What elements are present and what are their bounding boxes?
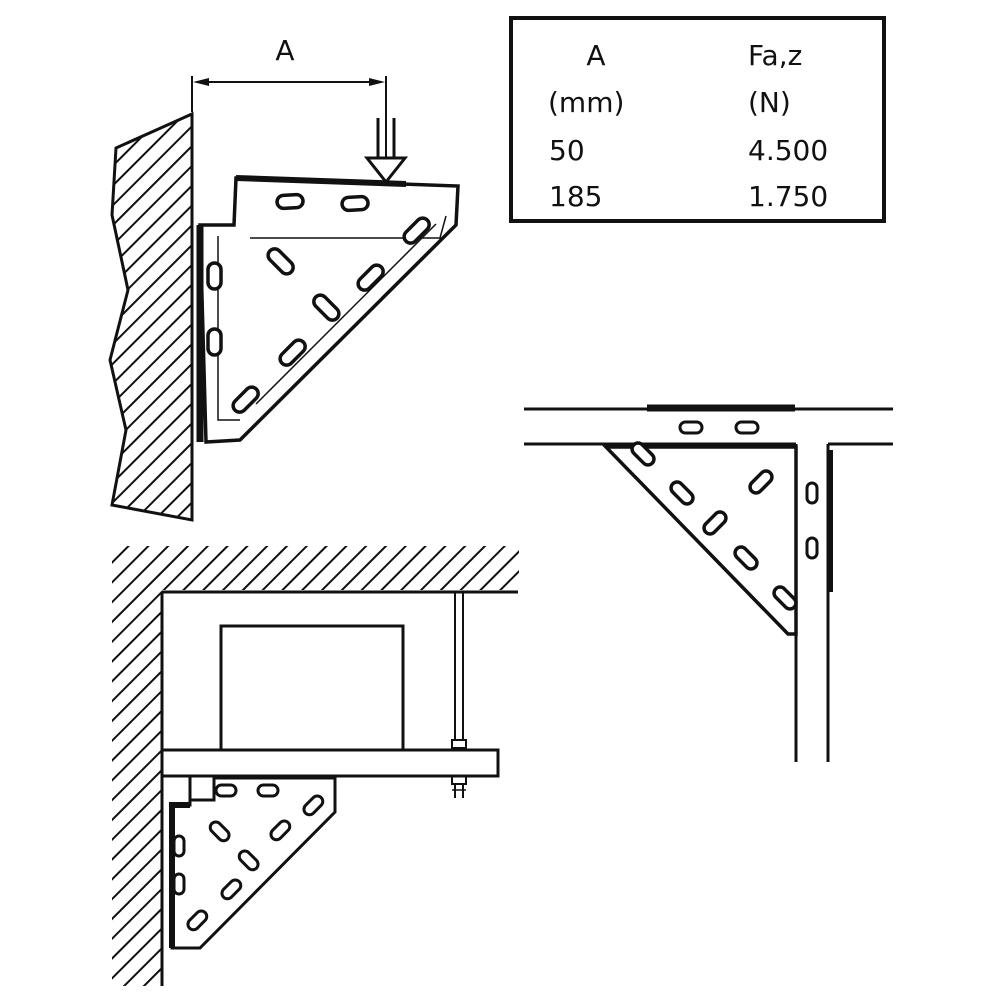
ceiling-section <box>134 546 519 590</box>
wall-mount-view: A <box>108 34 460 522</box>
table-header-force: Fa,z <box>748 39 802 72</box>
table-cell: 50 <box>549 134 585 167</box>
equipment-box <box>219 624 405 752</box>
corner-bracket-slots <box>630 441 798 611</box>
table-header-a-unit: (mm) <box>548 86 624 119</box>
table-cell: 1.750 <box>748 180 828 213</box>
table-header-a: A <box>586 39 605 72</box>
table-cell: 4.500 <box>748 134 828 167</box>
dimension-a-label: A <box>275 34 294 67</box>
beam-slots <box>678 420 760 435</box>
ceiling-shelf-view <box>112 546 519 986</box>
corner-bracket <box>601 445 798 636</box>
shelf-bracket-slots <box>172 783 325 932</box>
load-table: A (mm) Fa,z (N) 50 4.500 185 1.750 <box>509 16 886 223</box>
table-cell: 185 <box>549 180 602 213</box>
post-slots <box>805 481 819 560</box>
load-arrow-icon <box>363 118 409 185</box>
frame-corner-view <box>524 404 893 762</box>
bracket-slots <box>206 192 431 414</box>
table-header-force-unit: (N) <box>748 86 791 119</box>
wall-section <box>108 111 194 522</box>
side-wall-section <box>112 546 162 986</box>
dimension-a: A <box>191 34 387 175</box>
shelf-plate <box>160 748 500 778</box>
